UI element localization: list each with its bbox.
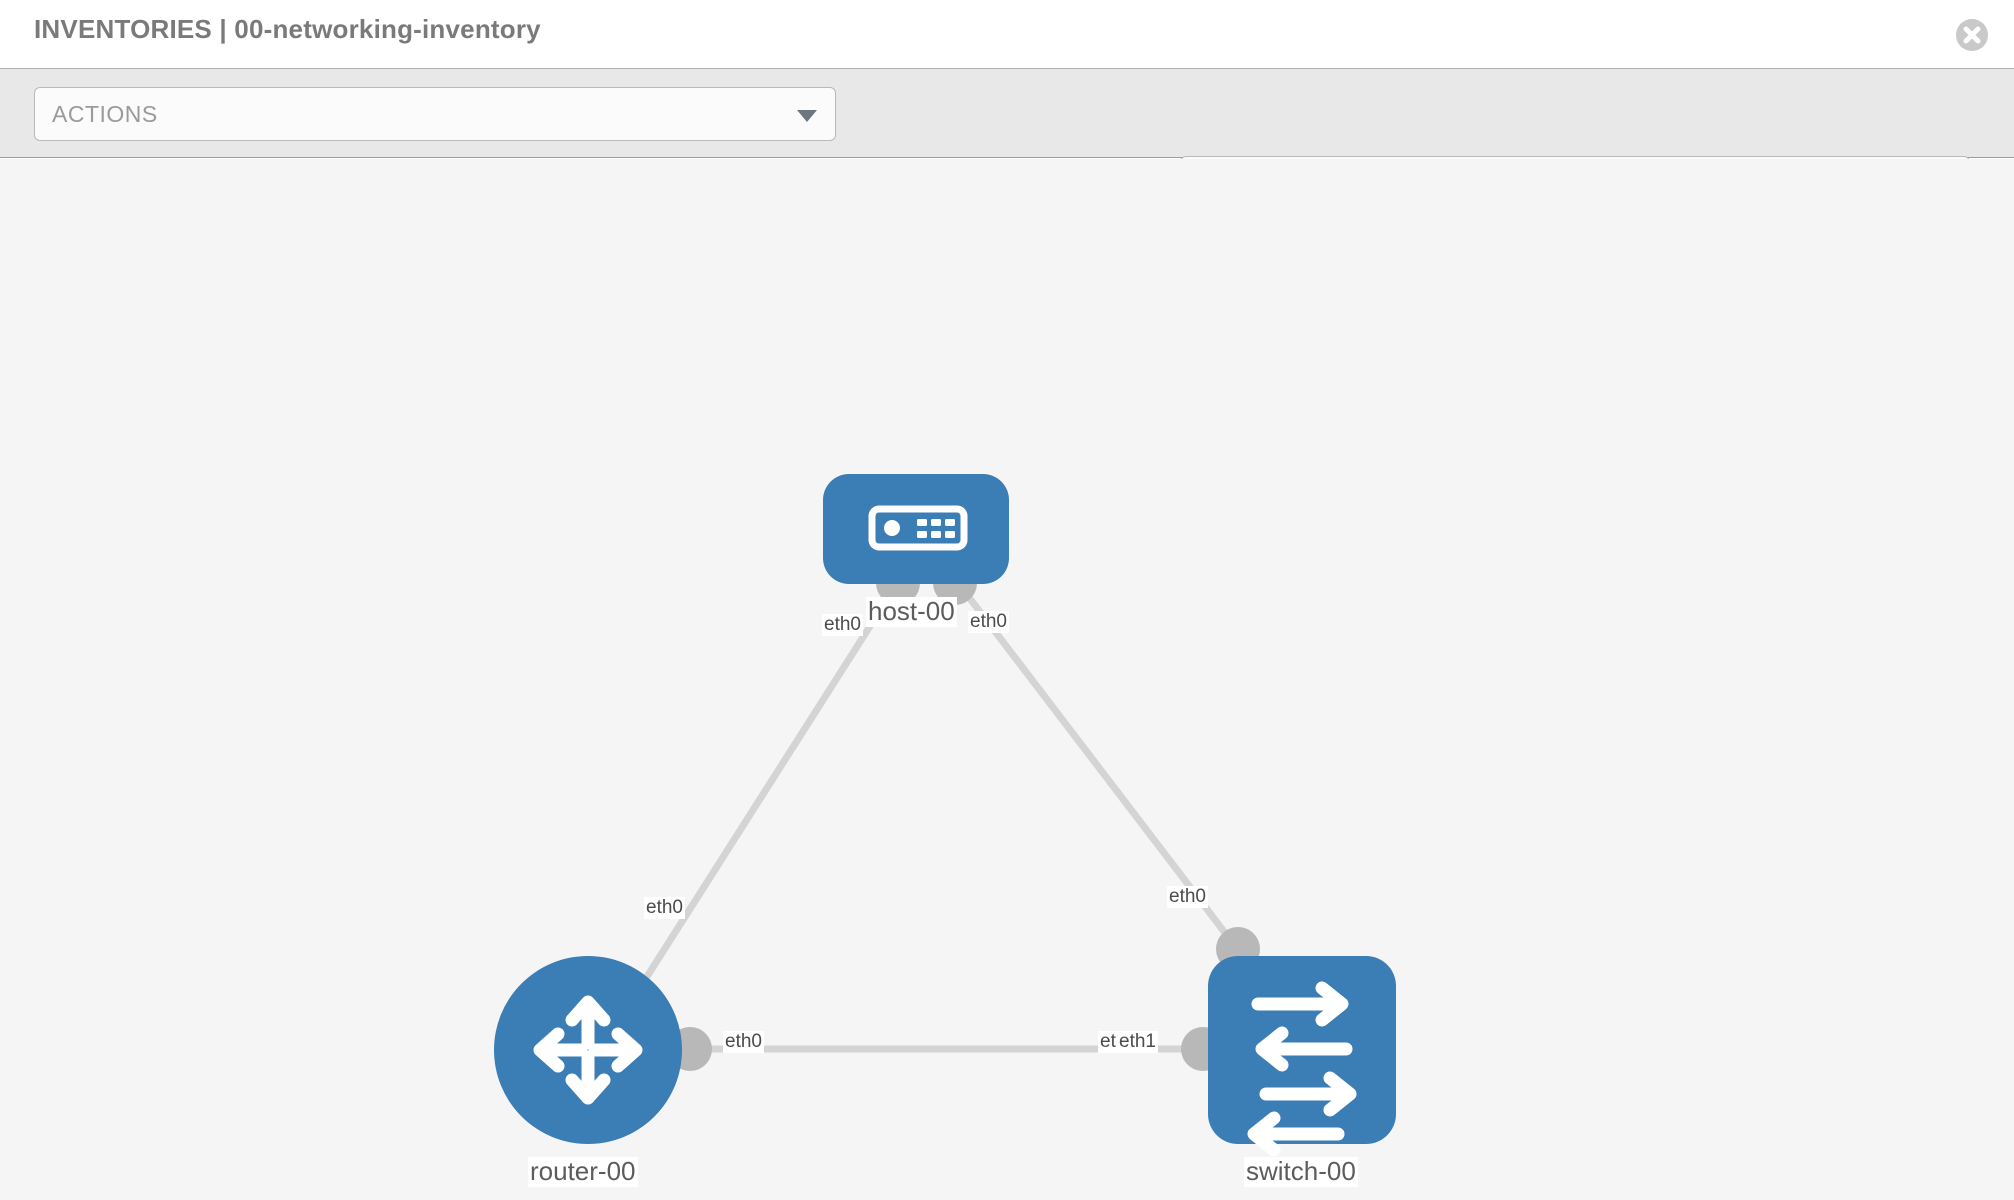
edge-label-switch-left-b: eth1: [1117, 1031, 1158, 1053]
chevron-down-icon: [797, 110, 817, 122]
toolbar: ACTIONS SEARCH: [0, 69, 2014, 210]
node-host-00[interactable]: [823, 474, 1009, 584]
page-header: INVENTORIES | 00-networking-inventory: [0, 0, 2014, 69]
actions-dropdown[interactable]: ACTIONS: [34, 87, 836, 141]
edge-label-host-left: eth0: [822, 614, 863, 636]
topology-graph: [494, 474, 1396, 1157]
close-icon[interactable]: [1954, 17, 1990, 53]
edge-label-switch-up: eth0: [1167, 886, 1208, 908]
port-markers: [592, 561, 1260, 1071]
link-host-router: [617, 577, 903, 1021]
page-title: INVENTORIES | 00-networking-inventory: [34, 14, 541, 44]
node-label-switch: switch-00: [1244, 1156, 1358, 1187]
node-label-router: router-00: [528, 1156, 638, 1187]
edge-label-router-right: eth0: [723, 1031, 764, 1053]
actions-dropdown-label: ACTIONS: [52, 101, 158, 127]
node-label-host: host-00: [866, 596, 957, 627]
node-switch-00[interactable]: [1208, 956, 1396, 1157]
edge-label-router-up: eth0: [644, 897, 685, 919]
edge-label-host-right: eth0: [968, 611, 1009, 633]
topology-canvas[interactable]: host-00 router-00 switch-00 eth0 eth0 et…: [0, 159, 2014, 1200]
node-router-00[interactable]: [494, 956, 682, 1144]
